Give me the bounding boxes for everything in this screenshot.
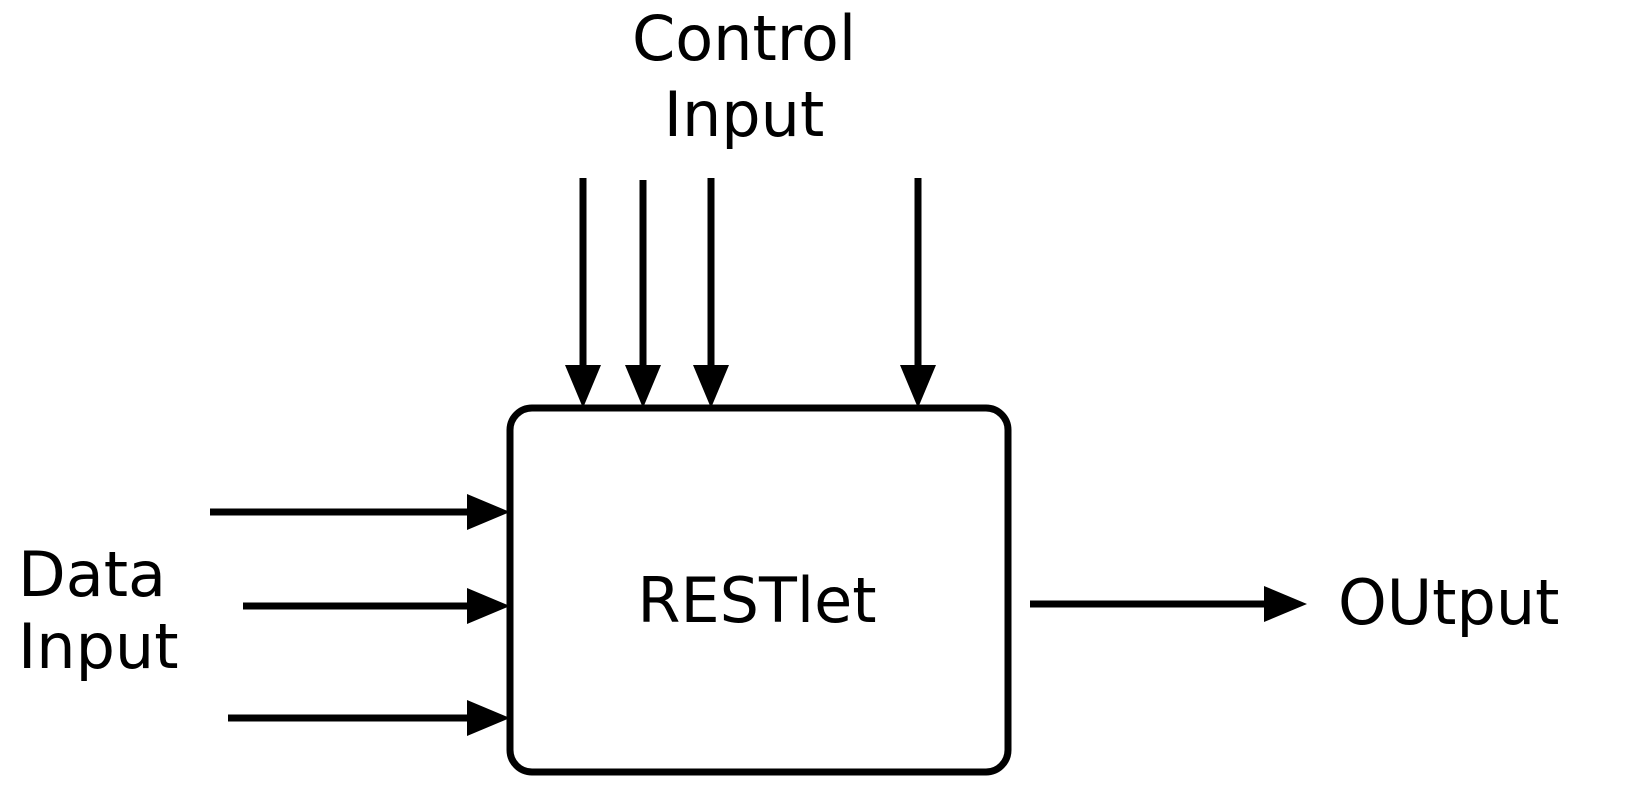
control-input-label-line-1: Control [632, 2, 856, 75]
restlet-block[interactable] [506, 404, 1012, 776]
output-arrow-group [1030, 586, 1307, 622]
data-input-label-line-1: Data [18, 538, 166, 611]
control-input-arrow-2 [625, 180, 661, 408]
data-input-label-line-2: Input [18, 610, 179, 683]
restlet-block-label: RESTlet [637, 564, 876, 637]
control-input-label-line-2: Input [664, 78, 825, 151]
control-input-arrow-4 [900, 178, 936, 408]
output-label-line-1: OUtput [1338, 566, 1559, 639]
control-input-label: Control Input [632, 2, 856, 151]
control-input-arrow-group [565, 178, 936, 408]
data-input-arrow-1 [210, 494, 510, 530]
output-label: OUtput [1338, 566, 1559, 639]
data-input-arrow-group [210, 494, 510, 736]
data-input-arrow-3 [228, 700, 510, 736]
data-input-label: Data Input [18, 538, 179, 683]
data-input-arrow-2 [243, 588, 510, 624]
control-input-arrow-1 [565, 178, 601, 408]
output-arrow-1 [1030, 586, 1307, 622]
control-input-arrow-3 [693, 178, 729, 408]
